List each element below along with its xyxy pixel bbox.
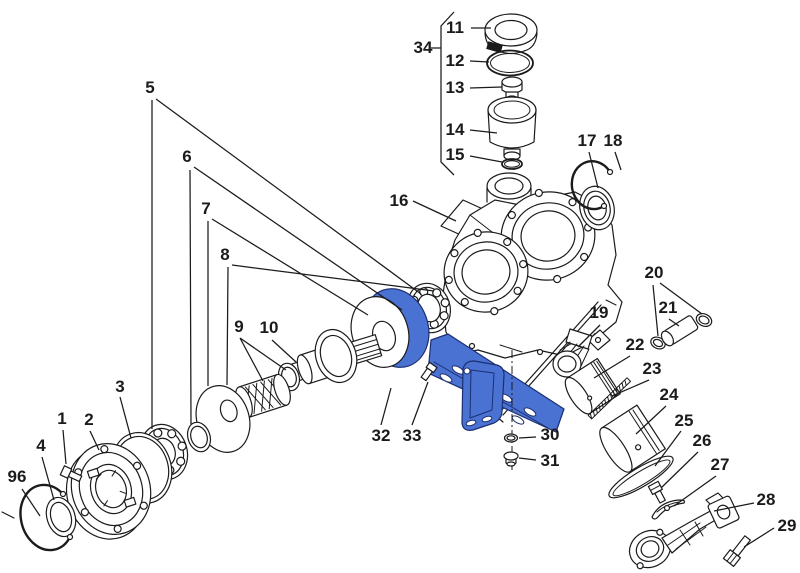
part-label-7: 7 <box>201 199 211 218</box>
part-label-13: 13 <box>445 78 465 97</box>
part-label-8: 8 <box>220 245 230 264</box>
part-label-16: 16 <box>389 191 409 210</box>
part-label-25: 25 <box>674 411 694 430</box>
part-label-10: 10 <box>259 318 279 337</box>
shaft-flange-ring <box>314 328 358 384</box>
part-label-6: 6 <box>182 147 192 166</box>
part-label-26: 26 <box>692 431 712 450</box>
part-label-18: 18 <box>603 131 623 150</box>
part-label-14: 14 <box>445 120 465 139</box>
part-label-30: 30 <box>540 425 560 444</box>
reservoir-cup <box>487 96 537 161</box>
part-label-31: 31 <box>540 451 560 470</box>
part-label-23: 23 <box>642 359 662 378</box>
part-label-24: 24 <box>659 385 679 404</box>
circlip-left <box>1 483 74 552</box>
connecting-rod <box>628 492 740 570</box>
part-label-28: 28 <box>756 490 776 509</box>
pin-o-ring-b <box>695 312 713 328</box>
lamella-rod <box>587 377 632 420</box>
wrist-pin <box>660 315 699 347</box>
part-label-15: 15 <box>445 145 465 164</box>
part-label-2: 2 <box>84 410 94 429</box>
crank-foot-bracket <box>461 360 505 431</box>
part-label-22: 22 <box>625 335 645 354</box>
part-label-12: 12 <box>445 51 465 70</box>
cap-o-ring <box>486 49 534 77</box>
small-o-ring <box>501 158 523 170</box>
filler-cap <box>484 13 538 55</box>
part-label-5: 5 <box>145 78 155 97</box>
part-label-96: 96 <box>7 467 27 486</box>
curved-shoe <box>651 499 686 520</box>
hub-bolt <box>59 465 83 483</box>
support-bracket <box>552 328 593 378</box>
small-bolt <box>647 480 666 504</box>
part-label-17: 17 <box>577 131 597 150</box>
piston-upper <box>564 357 621 415</box>
part-label-4: 4 <box>36 436 46 455</box>
crank-bolt <box>420 361 438 382</box>
part-label-1: 1 <box>57 409 67 428</box>
pump-housing <box>440 172 623 423</box>
part-label-19: 19 <box>589 303 609 322</box>
pump-top-port <box>486 172 532 203</box>
part-label-21: 21 <box>658 298 678 317</box>
seal-ring <box>45 496 77 538</box>
part-label-33: 33 <box>402 426 422 445</box>
part-label-11: 11 <box>446 18 464 37</box>
group-bracket-34 <box>431 11 455 176</box>
piston-lower <box>599 404 666 473</box>
shaft-seal <box>579 185 615 231</box>
rod-bolt <box>722 535 751 567</box>
flange-cover <box>65 443 152 540</box>
washer-ring-left <box>186 421 212 453</box>
pump-flange-left <box>443 228 529 316</box>
pin-o-ring-a <box>650 336 666 350</box>
drain-plug <box>503 451 519 467</box>
part-label-29: 29 <box>777 516 797 535</box>
part-label-3: 3 <box>115 377 125 396</box>
circlip-right <box>570 159 614 211</box>
crankshaft-assembly-highlighted <box>343 288 565 433</box>
drain-washer <box>503 433 519 443</box>
part-label-20: 20 <box>644 263 664 282</box>
part-label-34: 34 <box>413 38 433 57</box>
valve-plug <box>501 76 523 103</box>
thin-disc-plate <box>608 455 674 499</box>
leader-lines <box>21 27 775 548</box>
part-label-32: 32 <box>371 426 391 445</box>
part-label-9: 9 <box>234 317 244 336</box>
part-label-27: 27 <box>710 455 730 474</box>
